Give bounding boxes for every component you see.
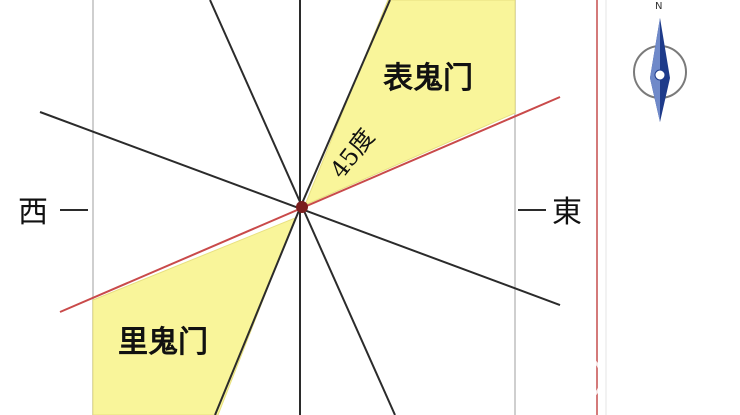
inner-ghost-gate-label: 里鬼门 xyxy=(118,325,208,360)
round-logo-icon xyxy=(556,354,604,402)
watermark-text: 汉程网 xyxy=(608,367,686,397)
center-point xyxy=(296,201,308,213)
compass-icon xyxy=(633,18,687,122)
west-label: 西 xyxy=(18,195,48,230)
east-label: 東 xyxy=(552,195,582,230)
outer-ghost-gate-label: 表鬼门 xyxy=(383,61,473,96)
ghost-gate-axis-upper xyxy=(299,0,391,209)
compass-north-label: N xyxy=(655,1,662,12)
inner-ghost-gate-region xyxy=(92,217,296,415)
ghost-gate-axis-lower xyxy=(214,207,301,415)
outer-ghost-gate-region xyxy=(304,0,516,206)
ghost-gate-boundary-line xyxy=(59,96,561,313)
watermark: 汉程网 xyxy=(556,354,686,402)
